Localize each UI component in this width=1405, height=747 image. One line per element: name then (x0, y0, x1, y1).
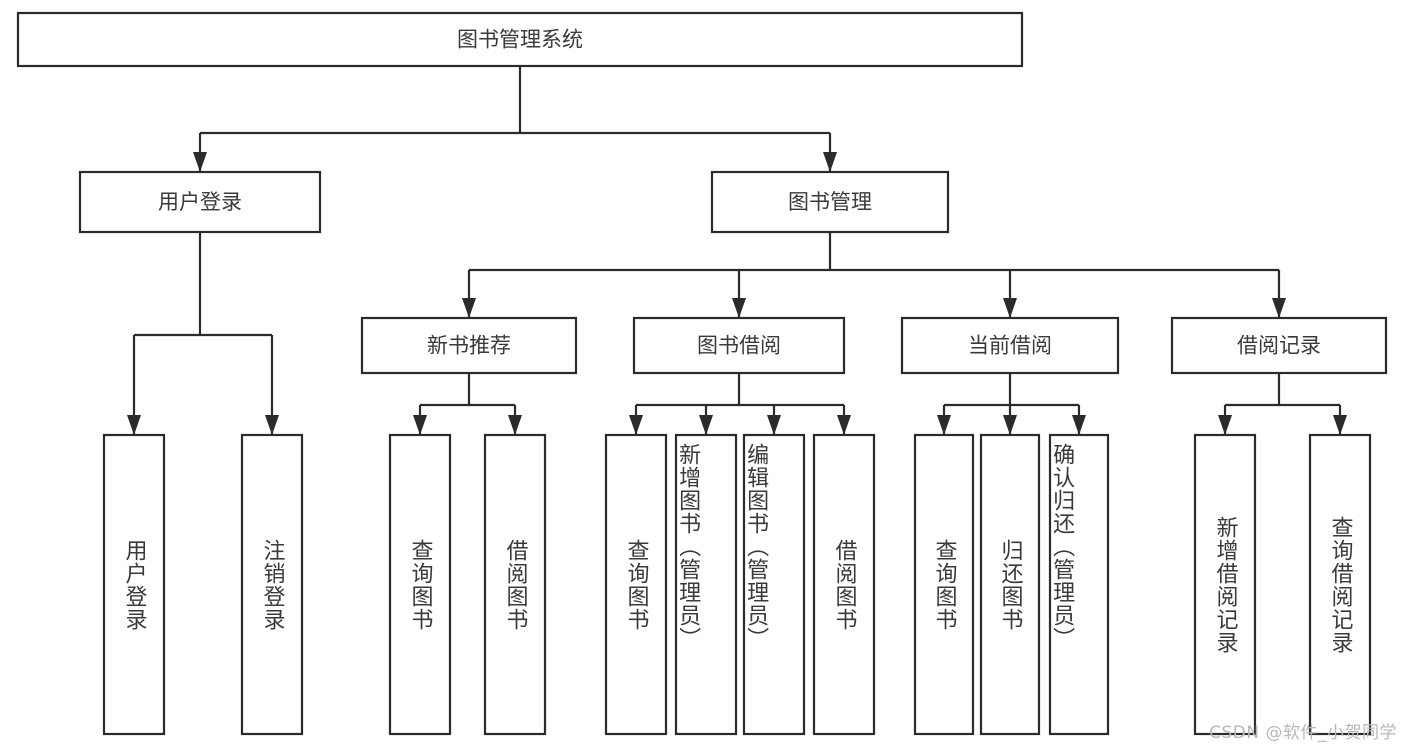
node-box-leaf-query-book-3[interactable] (913, 433, 975, 736)
node-box-borrow-record[interactable] (1170, 316, 1388, 375)
node-box-leaf-query-book-2[interactable] (604, 433, 668, 736)
node-box-user-login[interactable] (78, 170, 322, 234)
arrow-head-icon (1272, 298, 1286, 318)
arrow-head-icon (1003, 415, 1017, 435)
arrow-head-icon (1003, 298, 1017, 318)
node-box-leaf-query-record[interactable] (1308, 433, 1372, 736)
node-label-book-manage: 图书管理 (788, 190, 872, 214)
connector-root (193, 66, 837, 172)
node-box-book-manage[interactable] (710, 170, 950, 234)
node-label-current-borrow: 当前借阅 (968, 334, 1052, 358)
node-box-leaf-borrow-book-2[interactable] (812, 433, 876, 736)
node-box-leaf-confirm-return[interactable] (1048, 433, 1110, 736)
arrow-head-icon (1218, 415, 1232, 435)
connector-new-book-rec (413, 373, 522, 435)
arrow-head-icon (732, 298, 746, 318)
boxes-layer (16, 11, 1388, 736)
node-label-book-borrow: 图书借阅 (697, 334, 781, 358)
connector-book-manage (462, 232, 1286, 318)
node-label-borrow-record: 借阅记录 (1237, 334, 1321, 358)
arrow-head-icon (193, 152, 207, 172)
arrow-head-icon (127, 415, 141, 435)
arrow-head-icon (1333, 415, 1347, 435)
arrow-head-icon (823, 152, 837, 172)
connector-current-borrow (937, 373, 1086, 435)
edges-layer (127, 66, 1347, 435)
arrow-head-icon (767, 415, 781, 435)
node-box-current-borrow[interactable] (900, 316, 1120, 375)
node-box-root[interactable] (16, 11, 1024, 68)
node-box-new-book-rec[interactable] (360, 316, 578, 375)
node-label-new-book-rec: 新书推荐 (427, 334, 511, 358)
node-label-root: 图书管理系统 (457, 28, 583, 52)
node-box-book-borrow[interactable] (632, 316, 846, 375)
connector-borrow-record (1218, 373, 1347, 435)
node-box-leaf-borrow-book-1[interactable] (483, 433, 547, 736)
node-box-leaf-logout[interactable] (240, 433, 304, 736)
arrow-head-icon (937, 415, 951, 435)
node-box-leaf-user-login[interactable] (102, 433, 166, 736)
arrow-head-icon (265, 415, 279, 435)
watermark: CSDN @软件_小贺同学 (1209, 723, 1397, 743)
arrow-head-icon (699, 415, 713, 435)
arrow-head-icon (508, 415, 522, 435)
arrow-head-icon (462, 298, 476, 318)
arrow-head-icon (629, 415, 643, 435)
node-box-leaf-edit-book[interactable] (742, 433, 806, 736)
node-box-leaf-return-book[interactable] (979, 433, 1041, 736)
connector-book-borrow (629, 373, 851, 435)
arrow-head-icon (837, 415, 851, 435)
arrow-head-icon (413, 415, 427, 435)
node-box-leaf-add-book[interactable] (674, 433, 738, 736)
arrow-head-icon (1072, 415, 1086, 435)
node-box-leaf-add-record[interactable] (1193, 433, 1257, 736)
connector-user-login (127, 232, 279, 435)
node-box-leaf-query-book-1[interactable] (388, 433, 452, 736)
node-label-user-login: 用户登录 (158, 190, 242, 214)
